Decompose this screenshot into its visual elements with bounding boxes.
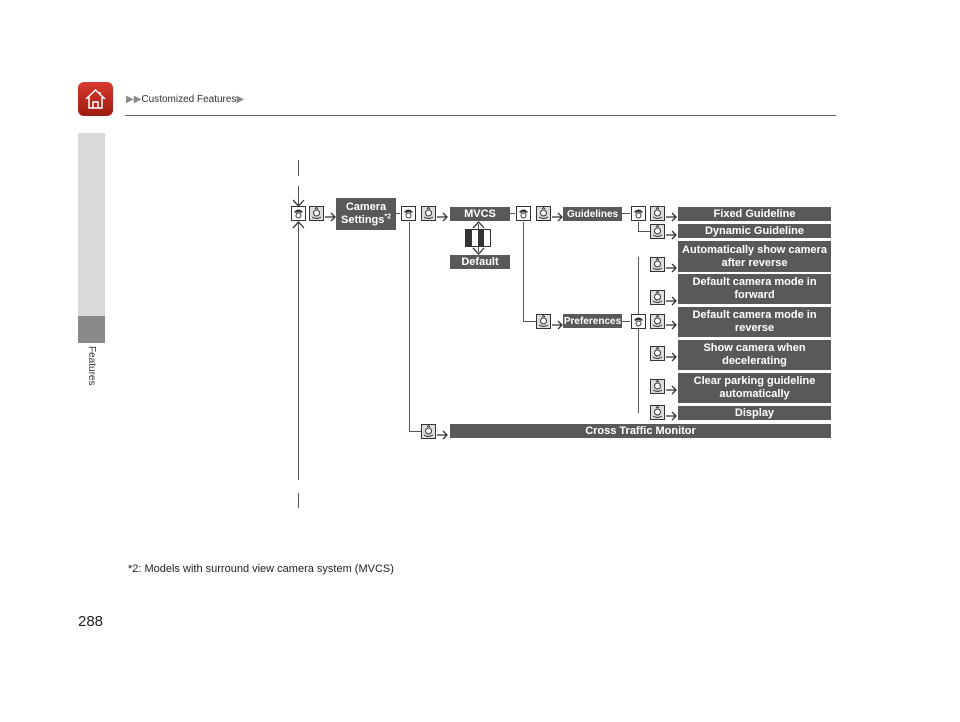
default-box: Default bbox=[450, 255, 510, 269]
arrow-right-icon bbox=[666, 293, 678, 306]
cross-traffic-box: Cross Traffic Monitor bbox=[450, 424, 831, 438]
arrow-right-icon bbox=[666, 209, 678, 222]
camera-settings-box: Camera Settings*2 bbox=[336, 198, 396, 230]
auto-show-box: Automatically show camera after reverse bbox=[678, 241, 831, 272]
line bbox=[622, 213, 630, 215]
line bbox=[298, 186, 300, 206]
selector-knob-icon bbox=[650, 257, 665, 272]
selector-knob-icon bbox=[536, 314, 551, 329]
selector-knob-icon bbox=[650, 314, 665, 329]
selector-knob-icon bbox=[421, 424, 436, 439]
breadcrumb: ▶▶Customized Features▶ bbox=[126, 94, 245, 105]
selector-knob-icon bbox=[536, 206, 551, 221]
default-reverse-box: Default camera mode in reverse bbox=[678, 307, 831, 337]
selector-knob-icon bbox=[650, 290, 665, 305]
selector-knob-icon bbox=[650, 224, 665, 239]
sidebar-bar bbox=[78, 133, 105, 316]
display-box: Display bbox=[678, 406, 831, 420]
line bbox=[396, 213, 400, 215]
arrow-right-icon bbox=[437, 209, 449, 222]
mvcs-box: MVCS bbox=[450, 207, 510, 221]
selector-knob-icon bbox=[650, 346, 665, 361]
line bbox=[298, 160, 300, 176]
arrow-right-icon bbox=[552, 317, 564, 330]
line bbox=[622, 321, 630, 323]
page-number: 288 bbox=[78, 613, 104, 630]
arrow-right-icon bbox=[666, 408, 678, 421]
arrow-right-icon bbox=[666, 227, 678, 240]
footnote-ref: *2 bbox=[384, 213, 392, 221]
phone-icon bbox=[631, 206, 646, 221]
selector-knob-icon bbox=[650, 206, 665, 221]
camera-settings-label: Camera Settings bbox=[340, 201, 387, 226]
preferences-box: Preferences bbox=[563, 314, 622, 328]
arrow-right-icon bbox=[666, 260, 678, 273]
home-icon[interactable] bbox=[78, 82, 113, 116]
arrow-right-icon bbox=[325, 209, 337, 222]
selector-knob-icon bbox=[650, 405, 665, 420]
arrow-right-icon bbox=[437, 427, 449, 440]
guidelines-box: Guidelines bbox=[563, 207, 622, 221]
line bbox=[409, 222, 411, 431]
line bbox=[298, 222, 300, 480]
clear-parking-box: Clear parking guideline automatically bbox=[678, 373, 831, 403]
arrow-right-icon bbox=[666, 382, 678, 395]
breadcrumb-customized-features[interactable]: Customized Features bbox=[141, 94, 237, 105]
footnote: *2: Models with surround view camera sys… bbox=[128, 563, 394, 575]
line bbox=[638, 231, 650, 233]
show-decel-box: Show camera when decelerating bbox=[678, 340, 831, 370]
arrow-right-icon bbox=[552, 209, 564, 222]
line bbox=[510, 213, 515, 215]
selector-knob-icon bbox=[421, 206, 436, 221]
line bbox=[298, 493, 300, 508]
line bbox=[523, 222, 525, 322]
fixed-guideline-box: Fixed Guideline bbox=[678, 207, 831, 221]
phone-icon bbox=[401, 206, 416, 221]
line bbox=[638, 257, 640, 413]
phone-icon bbox=[516, 206, 531, 221]
line bbox=[409, 431, 421, 433]
phone-icon bbox=[631, 314, 646, 329]
default-forward-box: Default camera mode in forward bbox=[678, 274, 831, 304]
sidebar-tab bbox=[78, 316, 105, 343]
selector-knob-icon bbox=[309, 206, 324, 221]
selector-knob-icon bbox=[650, 379, 665, 394]
knob-rotate-icon bbox=[465, 229, 491, 247]
arrow-right-icon bbox=[666, 317, 678, 330]
dynamic-guideline-box: Dynamic Guideline bbox=[678, 224, 831, 238]
arrow-right-icon bbox=[666, 349, 678, 362]
line bbox=[638, 222, 640, 232]
header-rule bbox=[125, 115, 836, 116]
phone-icon bbox=[291, 206, 306, 221]
line bbox=[523, 321, 536, 323]
